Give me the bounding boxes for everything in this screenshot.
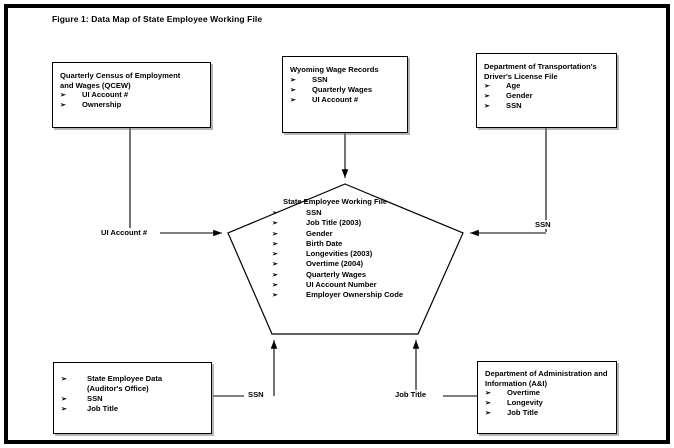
bullet-arrow-icon: ➢: [484, 91, 491, 101]
bullet-arrow-icon: ➢: [272, 228, 279, 238]
bullet-arrow-icon: ➢: [61, 374, 68, 383]
list-item: ➢ State Employee Data (Auditor's Office): [61, 374, 163, 393]
list-item: ➢ Job Title (2003): [272, 218, 362, 228]
edge-label-ssn-dot: SSN: [534, 220, 552, 229]
list-item: ➢ Overtime: [485, 388, 540, 398]
list-item: ➢ Quarterly Wages: [290, 84, 373, 94]
list-item: ➢ Gender: [484, 91, 533, 101]
working-file-items: ➢ SSN ➢ Job Title (2003) ➢ Gender ➢ Birt…: [272, 208, 403, 301]
list-item: ➢ SSN: [484, 101, 522, 111]
node-wyoming-wage-records[interactable]: Wyoming Wage Records ➢ SSN ➢ Quarterly W…: [282, 56, 408, 133]
node-admin-title: Department of Administration and Informa…: [485, 369, 608, 388]
bullet-arrow-icon: ➢: [272, 218, 279, 228]
working-file-pentagon: [227, 183, 464, 335]
node-dot-title: Department of Transportation's Driver's …: [484, 62, 597, 81]
node-admin-information[interactable]: Department of Administration and Informa…: [477, 361, 617, 434]
bullet-arrow-icon: ➢: [290, 84, 297, 94]
bullet-arrow-icon: ➢: [272, 280, 279, 290]
bullet-arrow-icon: ➢: [290, 94, 297, 104]
list-item: ➢ Ownership: [60, 100, 122, 110]
bullet-arrow-icon: ➢: [61, 404, 68, 413]
list-item: ➢ Age: [484, 81, 521, 91]
bullet-arrow-icon: ➢: [484, 81, 491, 91]
node-admin-items: ➢ Overtime ➢ Longevity ➢ Job Title: [485, 388, 610, 418]
bullet-arrow-icon: ➢: [290, 74, 297, 84]
bullet-arrow-icon: ➢: [272, 238, 279, 248]
bullet-arrow-icon: ➢: [484, 101, 491, 111]
list-item: ➢ Job Title: [61, 404, 119, 413]
bullet-arrow-icon: ➢: [61, 394, 68, 403]
node-wyoming-items: ➢ SSN ➢ Quarterly Wages ➢ UI Account #: [290, 75, 401, 105]
node-working-file[interactable]: State Employee Working File ➢ SSN ➢ Job …: [226, 183, 466, 335]
bullet-arrow-icon: ➢: [272, 290, 279, 300]
list-item: ➢ Longevity: [485, 398, 543, 408]
edge-label-job-title: Job Title: [394, 390, 428, 399]
edge-label-ssn-auditor: SSN: [247, 390, 265, 399]
list-item: ➢ Birth Date: [272, 238, 343, 248]
node-dot-items: ➢ Age ➢ Gender ➢ SSN: [484, 81, 610, 111]
list-item: ➢ Longevities (2003): [272, 249, 373, 259]
list-item: ➢ Employer Ownership Code: [272, 290, 404, 300]
list-item: ➢ Job Title: [485, 408, 539, 418]
list-item: ➢ UI Account #: [60, 90, 129, 100]
node-qcew[interactable]: Quarterly Census of Employment and Wages…: [52, 62, 211, 128]
bullet-arrow-icon: ➢: [60, 100, 67, 110]
node-state-employee-data[interactable]: ➢ State Employee Data (Auditor's Office)…: [53, 362, 212, 434]
list-item: ➢ Gender: [272, 228, 333, 238]
list-item: ➢ SSN: [61, 394, 103, 403]
list-item: ➢ UI Account Number: [272, 280, 377, 290]
bullet-arrow-icon: ➢: [272, 249, 279, 259]
working-file-title: State Employee Working File: [283, 197, 388, 206]
bullet-arrow-icon: ➢: [60, 90, 67, 100]
node-qcew-title: Quarterly Census of Employment and Wages…: [60, 71, 181, 90]
node-dot-drivers-license[interactable]: Department of Transportation's Driver's …: [476, 53, 617, 128]
list-item: ➢ UI Account #: [290, 94, 359, 104]
bullet-arrow-icon: ➢: [485, 408, 492, 418]
bullet-arrow-icon: ➢: [485, 398, 492, 408]
list-item: ➢ SSN: [290, 74, 328, 84]
node-wyoming-title: Wyoming Wage Records: [290, 65, 379, 74]
figure-title: Figure 1: Data Map of State Employee Wor…: [52, 14, 263, 24]
bullet-arrow-icon: ➢: [272, 259, 279, 269]
list-item: ➢ SSN: [272, 208, 322, 217]
bullet-arrow-icon: ➢: [272, 208, 279, 217]
list-item: ➢ Overtime (2004): [272, 259, 363, 269]
bullet-arrow-icon: ➢: [485, 388, 492, 398]
node-qcew-items: ➢ UI Account # ➢ Ownership: [60, 90, 204, 110]
edge-label-ui-account: UI Account #: [100, 228, 149, 237]
list-item: ➢ Quarterly Wages: [272, 269, 367, 279]
bullet-arrow-icon: ➢: [272, 269, 279, 279]
node-auditor-items: ➢ State Employee Data (Auditor's Office)…: [61, 374, 205, 414]
